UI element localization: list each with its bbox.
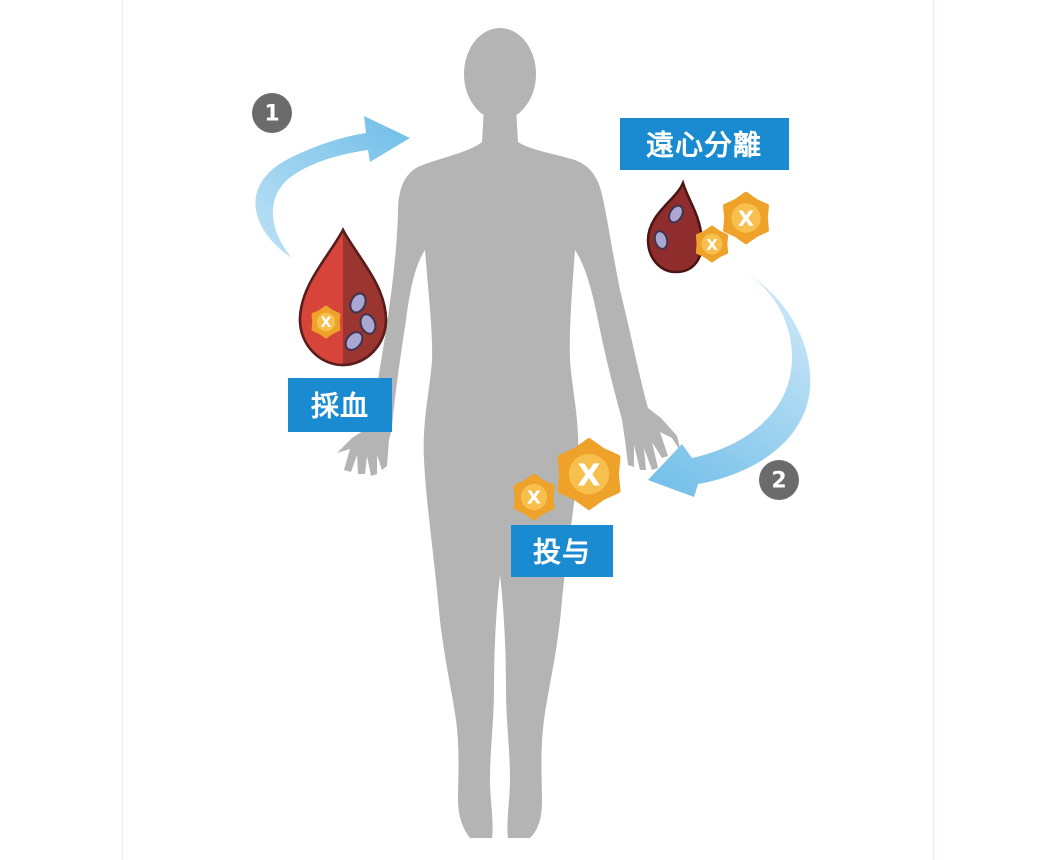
- factor-x-small-centrifuge: X: [695, 225, 729, 263]
- label-box: [511, 525, 613, 577]
- blood-cell-icon: [653, 230, 669, 250]
- centrifugation-label: 遠心分離: [620, 118, 789, 170]
- blood-drop-body: [646, 179, 704, 274]
- label-box: [620, 118, 789, 170]
- silhouette-head: [464, 28, 536, 120]
- blood-drop-outline: [298, 227, 388, 367]
- blood-drop-icon: X: [298, 227, 388, 367]
- factor-x-large-administration: X: [560, 440, 618, 507]
- cycle-arrow-draw: [255, 116, 410, 258]
- step-badge-2: 2: [759, 460, 799, 500]
- factor-x-large-centrifuge: X: [723, 191, 769, 245]
- step-badge-circle: [759, 460, 799, 500]
- silhouette-body: [337, 108, 681, 838]
- factor-label: X: [321, 315, 332, 331]
- label-text: 遠心分離: [646, 129, 762, 162]
- frame-line-left: [122, 0, 123, 860]
- label-text: 採血: [311, 390, 369, 423]
- frame-line-right: [933, 0, 934, 860]
- step-badge-1: 1: [252, 93, 292, 133]
- step-badge-circle: [252, 93, 292, 133]
- blood-cell-icon: [359, 313, 377, 335]
- human-silhouette: [337, 28, 681, 838]
- factor-x-small-administration: X: [513, 473, 555, 521]
- step-number: 2: [771, 469, 786, 494]
- factor-label: X: [527, 488, 541, 509]
- cycle-arrow-return: [648, 272, 811, 497]
- label-box: [288, 378, 392, 432]
- separated-blood-drop-icon: [646, 179, 704, 274]
- factor-label: X: [706, 236, 718, 254]
- factor-label: X: [577, 459, 600, 494]
- administration-label: 投与: [511, 525, 613, 577]
- factor-label: X: [738, 207, 754, 231]
- blood-cell-icon: [349, 292, 367, 314]
- label-text: 投与: [533, 536, 591, 569]
- blood-draw-label: 採血: [288, 378, 392, 432]
- blood-cell-icon: [344, 331, 364, 351]
- step-number: 1: [264, 102, 279, 127]
- blood-cell-icon: [668, 204, 684, 224]
